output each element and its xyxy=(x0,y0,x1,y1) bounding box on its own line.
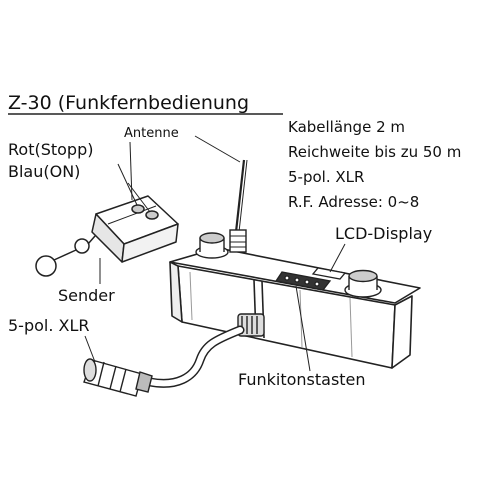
label-sender: Sender xyxy=(58,286,115,305)
leader-blau xyxy=(127,182,151,213)
title: Z-30 (Funkfernbedienung xyxy=(8,92,250,114)
xlr-cable xyxy=(147,327,243,387)
remote-transmitter xyxy=(35,195,179,277)
leader-funktion xyxy=(295,285,311,372)
spec-cable-length: Kabellänge 2 m xyxy=(288,118,405,136)
receiver-flange xyxy=(169,261,183,323)
leader-antenne-remote xyxy=(129,141,133,201)
spec-xlr: 5-pol. XLR xyxy=(288,168,365,186)
leader-rot xyxy=(117,163,138,206)
label-funktionstasten: Funkitonstasten xyxy=(238,370,366,389)
leader-lcd xyxy=(329,243,346,273)
leader-xlr xyxy=(84,335,96,363)
xlr-connector-receiver xyxy=(237,313,265,337)
blue-on-button xyxy=(145,210,159,220)
receiver-side-face xyxy=(391,295,413,369)
label-blau-on: Blau(ON) xyxy=(8,162,81,181)
antenna xyxy=(229,159,248,253)
lcd-panel xyxy=(274,267,347,291)
knob-left xyxy=(195,232,229,259)
knob-right xyxy=(344,269,382,298)
label-antenne: Antenne xyxy=(124,126,179,141)
label-rot-stopp: Rot(Stopp) xyxy=(8,140,94,159)
spec-rf-address: R.F. Adresse: 0~8 xyxy=(288,193,420,211)
leader-antenne xyxy=(194,135,241,163)
lcd-window xyxy=(311,267,347,280)
leader-lines xyxy=(84,135,346,372)
red-stop-button xyxy=(131,204,145,214)
xlr-plug xyxy=(83,358,153,397)
label-xlr-plug: 5-pol. XLR xyxy=(8,316,90,335)
spec-range: Reichweite bis zu 50 m xyxy=(288,143,462,161)
label-lcd-display: LCD-Display xyxy=(335,224,433,243)
